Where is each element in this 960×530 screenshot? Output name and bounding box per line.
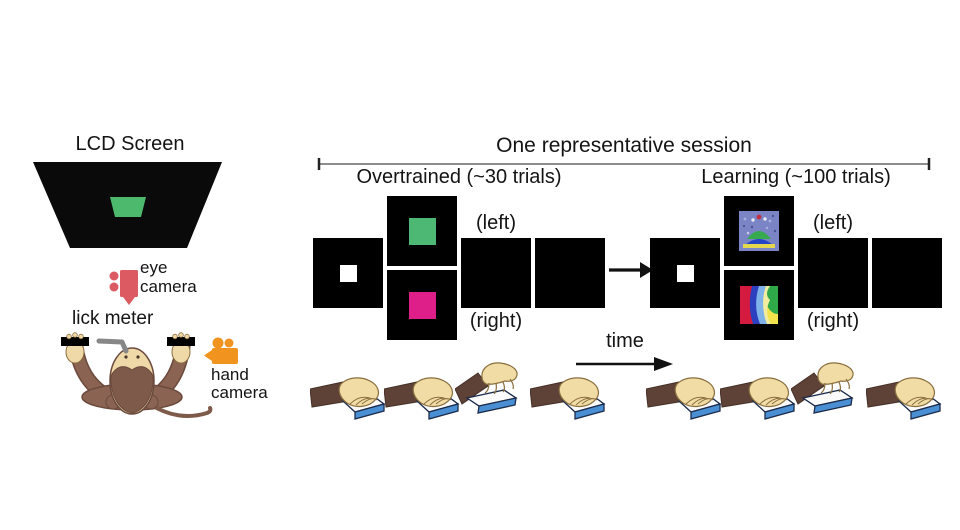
overtrained-blank-screen-1 [461, 238, 531, 308]
eye-camera-label-line1: eye [140, 258, 168, 277]
fixation-square [339, 264, 357, 282]
learning-choice-screen-left [724, 196, 794, 266]
learning-blank-screen-2 [872, 238, 942, 308]
hand-holding-button-5 [720, 377, 796, 420]
overtrained-choice-screen-left [387, 196, 457, 266]
monkey-left-eye [124, 355, 128, 359]
monkey-illustration [61, 332, 213, 418]
phase-label-learning: Learning (~100 trials) [701, 166, 891, 188]
hand-camera-label-line1: hand [211, 365, 249, 384]
overtrained-blank-screen-2 [535, 238, 605, 308]
phase-transition-arrow [609, 262, 653, 278]
time-arrow [576, 357, 673, 371]
hand-camera-label-line2: camera [211, 383, 268, 402]
lcd-screen-label: LCD Screen [75, 133, 185, 155]
fixation-square [676, 264, 694, 282]
hand-released-button-1 [455, 362, 518, 414]
green-square-stimulus [408, 217, 436, 245]
lick-meter-tube [96, 338, 129, 354]
learning-left-label: (left) [813, 212, 853, 234]
eye-camera-label-line2: camera [140, 277, 197, 296]
hand-holding-button-2 [384, 377, 460, 420]
left-lever [61, 337, 89, 346]
hand-holding-button-3 [530, 377, 606, 420]
overtrained-fixation-screen [313, 238, 383, 308]
learning-fixation-screen [650, 238, 720, 308]
hand-camera-icon [204, 337, 238, 364]
hand-holding-button-1 [310, 377, 386, 420]
hand-holding-button-4 [646, 377, 722, 420]
overtrained-left-label: (left) [476, 212, 516, 234]
eye-camera-icon [109, 270, 138, 305]
lcd-green-stimulus [110, 197, 146, 217]
lick-meter-label: lick meter [72, 308, 154, 329]
right-lever [167, 337, 195, 346]
monkey-head-fur [110, 366, 154, 414]
pink-square-stimulus [408, 291, 436, 319]
session-title: One representative session [496, 134, 752, 157]
lcd-screen-illustration [33, 162, 222, 248]
monkey-right-eye [136, 355, 140, 359]
monkey-tail [148, 402, 213, 418]
fractal-stimulus-left [739, 211, 779, 251]
overtrained-choice-screen-right [387, 270, 457, 340]
learning-right-label: (right) [806, 310, 860, 332]
learning-choice-screen-right [724, 270, 794, 340]
hand-holding-button-6 [866, 377, 942, 420]
learning-blank-screen-1 [798, 238, 868, 308]
overtrained-right-label: (right) [469, 310, 523, 332]
phase-label-overtrained: Overtrained (~30 trials) [356, 166, 562, 188]
session-bracket [317, 158, 931, 170]
hand-released-button-2 [791, 362, 854, 414]
fractal-stimulus-right [740, 286, 778, 324]
time-label: time [606, 330, 644, 352]
